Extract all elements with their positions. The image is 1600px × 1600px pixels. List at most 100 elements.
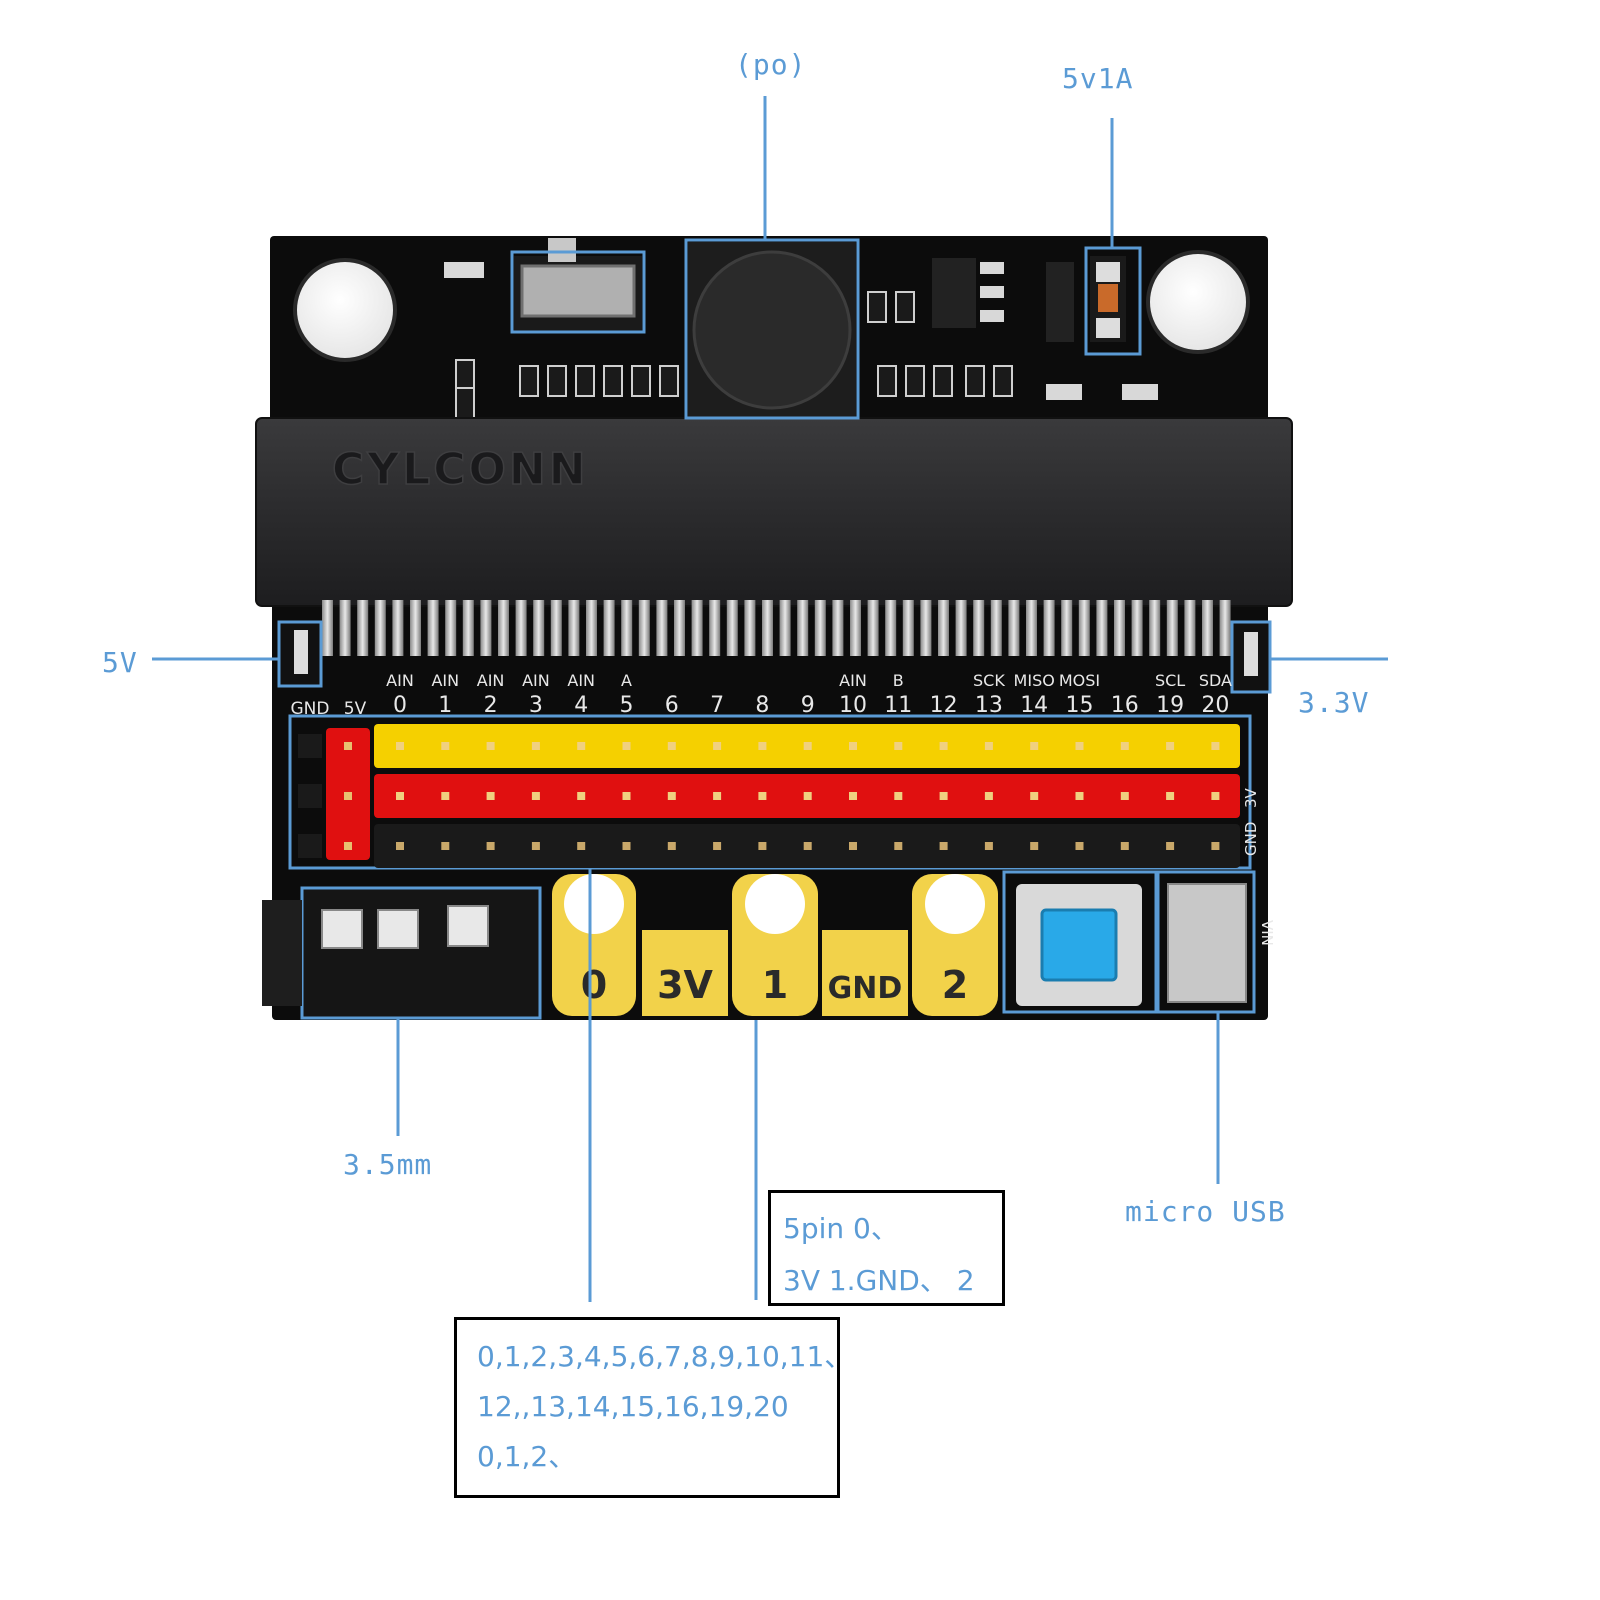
- header-pin[interactable]: [396, 842, 404, 850]
- micro-usb-port[interactable]: [1167, 883, 1247, 1003]
- header-pin[interactable]: [441, 742, 450, 750]
- header-gnd-pin[interactable]: [298, 734, 322, 758]
- header-pin[interactable]: [894, 842, 903, 850]
- connector-pin: [744, 600, 756, 656]
- audio-jack-barrel: [262, 900, 302, 1006]
- header-pin[interactable]: [622, 842, 631, 850]
- header-pin[interactable]: [344, 792, 352, 800]
- header-pin[interactable]: [758, 792, 767, 800]
- header-pin[interactable]: [577, 792, 586, 800]
- connector-pin: [726, 600, 738, 656]
- header-pin[interactable]: [622, 792, 631, 800]
- header-pin[interactable]: [486, 792, 495, 800]
- header-pin[interactable]: [1030, 742, 1039, 750]
- header-pin[interactable]: [849, 792, 857, 800]
- header-pin[interactable]: [939, 792, 948, 800]
- leader-lines: [152, 96, 1388, 1302]
- connector-pin: [885, 600, 897, 656]
- edge-pad-label: 3V: [657, 963, 713, 1007]
- usb-callout-label: micro USB: [1125, 1195, 1286, 1228]
- header-pin[interactable]: [667, 842, 676, 850]
- header-gnd-pin[interactable]: [298, 784, 322, 808]
- header-pin[interactable]: [1211, 792, 1220, 800]
- connector-pin: [410, 600, 421, 656]
- regulator-pin: [980, 310, 1004, 322]
- header-pin[interactable]: [1166, 842, 1175, 850]
- switch-highlight: [510, 250, 646, 334]
- header-pin[interactable]: [713, 792, 722, 800]
- connector-pin: [1043, 600, 1055, 656]
- connector-pin: [1166, 600, 1178, 656]
- header-pin[interactable]: [984, 742, 993, 750]
- header-pin[interactable]: [803, 792, 812, 800]
- header-pin[interactable]: [894, 792, 903, 800]
- header-gnd-pin[interactable]: [298, 834, 322, 858]
- reset-button[interactable]: [1040, 908, 1118, 982]
- header-pin[interactable]: [1211, 742, 1220, 750]
- header-pin[interactable]: [667, 792, 676, 800]
- pins-note-line: 12,,13,14,15,16,19,20: [477, 1390, 789, 1423]
- header-pin[interactable]: [1075, 792, 1084, 800]
- smd-resistor: [631, 365, 651, 397]
- regulator-pin: [980, 286, 1004, 298]
- header-pin[interactable]: [1030, 792, 1039, 800]
- header-pin[interactable]: [803, 842, 812, 850]
- connector-pin: [850, 600, 861, 656]
- header-pin[interactable]: [1120, 742, 1129, 750]
- header-pin[interactable]: [441, 842, 450, 850]
- header-pin[interactable]: [894, 742, 903, 750]
- header-pin[interactable]: [1211, 842, 1220, 850]
- header-pin[interactable]: [344, 842, 352, 850]
- smd-capacitor: [444, 262, 484, 278]
- header-pin[interactable]: [984, 792, 993, 800]
- pin-number-label: 1: [438, 693, 452, 718]
- header-pin[interactable]: [396, 742, 404, 750]
- header-pin[interactable]: [396, 792, 404, 800]
- header-pin[interactable]: [667, 742, 676, 750]
- connector-pin: [832, 600, 844, 656]
- header-pin[interactable]: [849, 842, 857, 850]
- pin-number-label: 3: [529, 693, 543, 718]
- edge-pad-strip[interactable]: [642, 930, 728, 1016]
- header-pin[interactable]: [758, 842, 767, 850]
- header-pin[interactable]: [1075, 742, 1084, 750]
- smd-resistor: [575, 365, 595, 397]
- header-pin[interactable]: [577, 842, 586, 850]
- header-pin[interactable]: [1120, 792, 1129, 800]
- header-pin[interactable]: [939, 742, 948, 750]
- pin-function-label: SCK: [973, 671, 1005, 690]
- header-pin[interactable]: [486, 842, 495, 850]
- connector-pin: [586, 600, 597, 656]
- header-pin[interactable]: [531, 792, 540, 800]
- header-pin[interactable]: [486, 742, 495, 750]
- smd-resistor: [603, 365, 623, 397]
- header-pin[interactable]: [849, 742, 857, 750]
- header-pin[interactable]: [531, 842, 540, 850]
- header-pin[interactable]: [344, 742, 352, 750]
- side-label-3v: 3V: [1242, 787, 1260, 808]
- header-pin[interactable]: [1075, 842, 1084, 850]
- connector-pin: [867, 600, 879, 656]
- header-pin[interactable]: [1166, 742, 1175, 750]
- header-pin[interactable]: [577, 742, 586, 750]
- header-pin[interactable]: [441, 792, 450, 800]
- header-pin[interactable]: [531, 742, 540, 750]
- header-pin[interactable]: [713, 742, 722, 750]
- header-pin[interactable]: [1030, 842, 1039, 850]
- pin-number-label: 7: [710, 693, 724, 718]
- header-pin[interactable]: [984, 842, 993, 850]
- header-pin[interactable]: [758, 742, 767, 750]
- header-pin[interactable]: [939, 842, 948, 850]
- header-pin[interactable]: [803, 742, 812, 750]
- smd-resistor: [659, 365, 679, 397]
- connector-pin: [814, 600, 826, 656]
- header-pin[interactable]: [1166, 792, 1175, 800]
- edge-pad-strip[interactable]: [822, 930, 908, 1016]
- led-5v-chip: [294, 630, 308, 674]
- header-pin[interactable]: [713, 842, 722, 850]
- header-pin[interactable]: [622, 742, 631, 750]
- voltage-regulator: [932, 258, 976, 328]
- connector-pin: [392, 600, 404, 656]
- header-pin[interactable]: [1120, 842, 1129, 850]
